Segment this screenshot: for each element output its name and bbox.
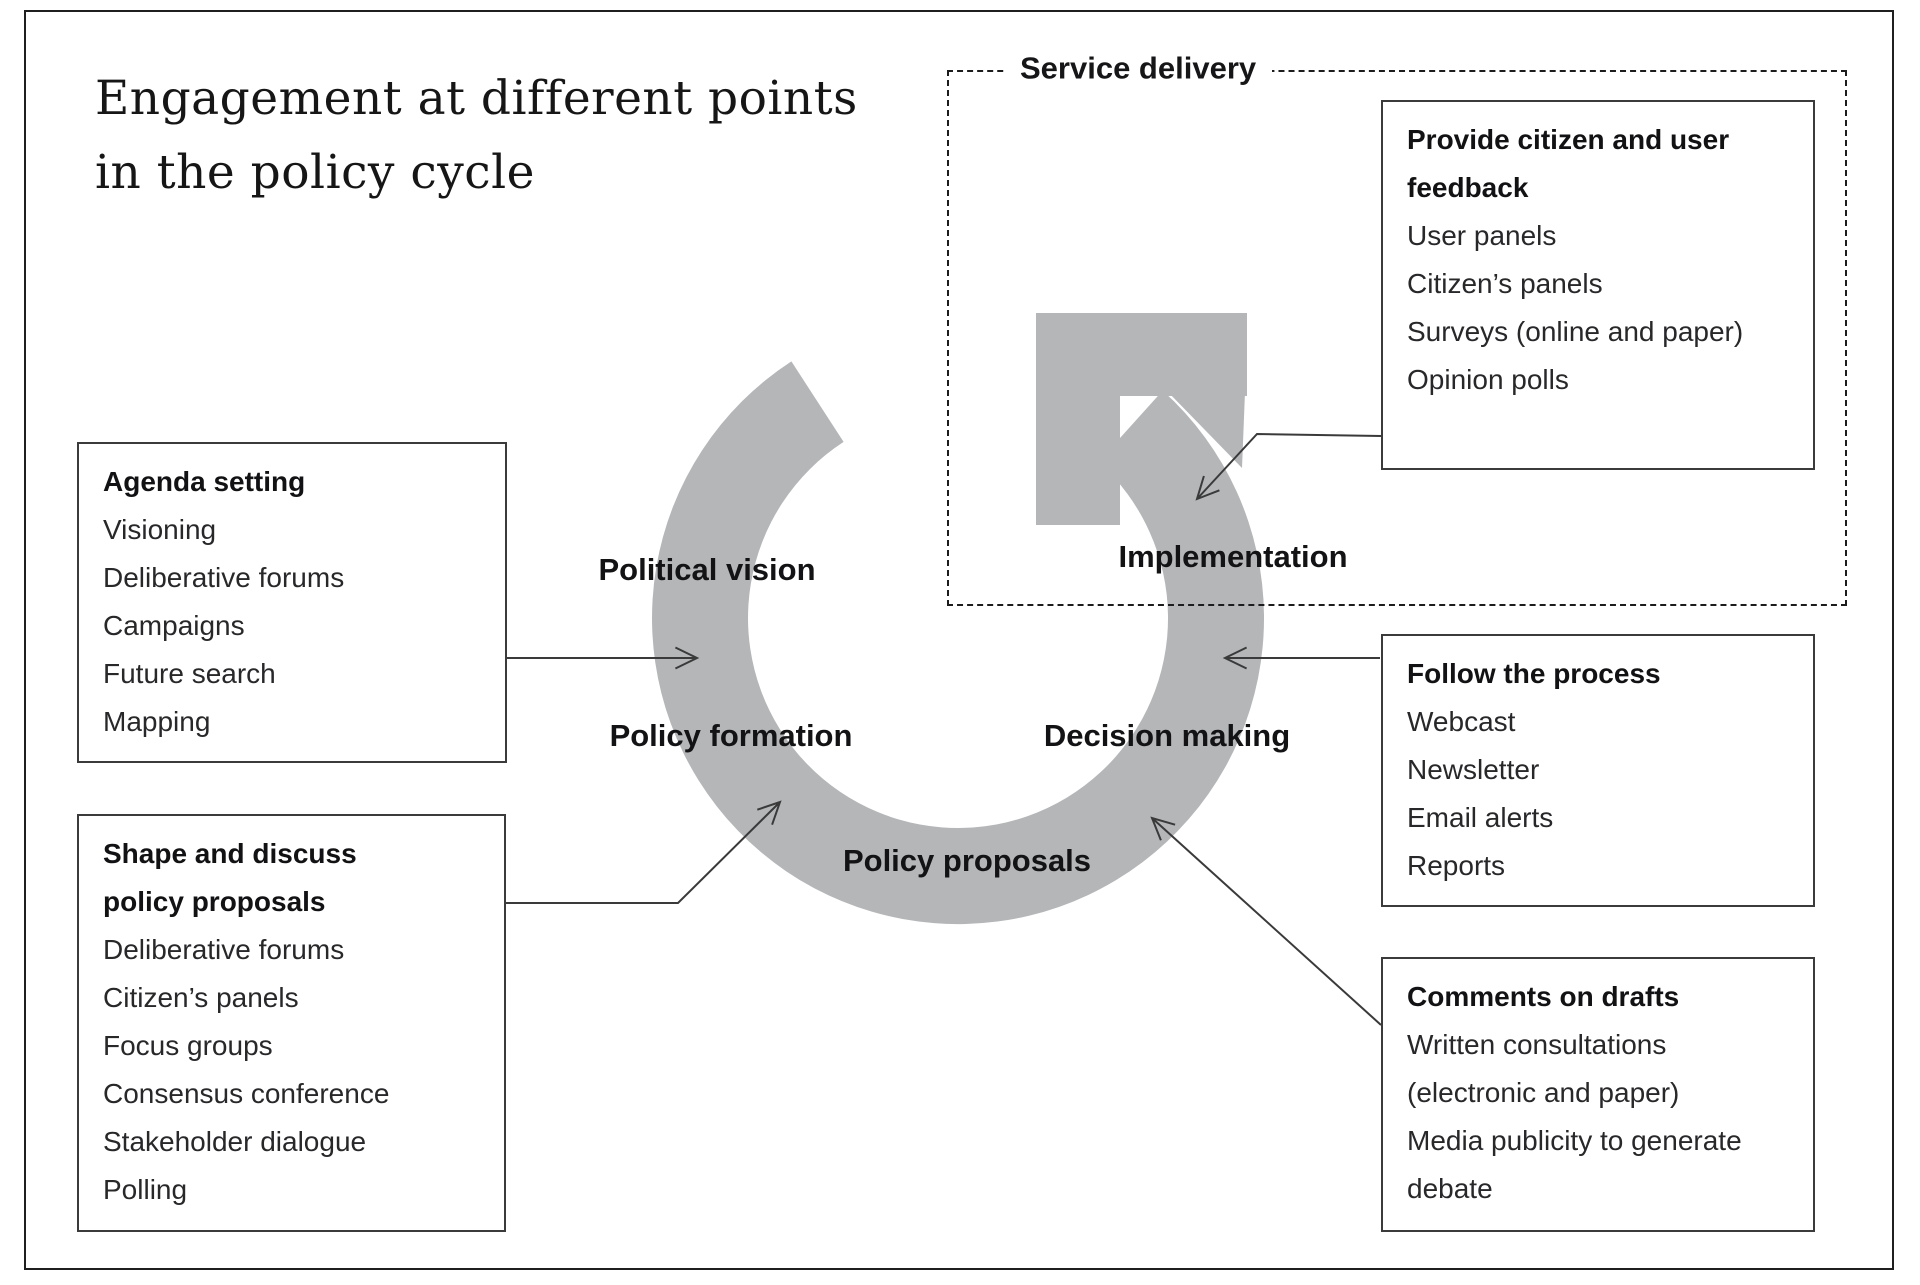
diagram-border: [24, 10, 1894, 1270]
cycle-arrowhead: [1036, 313, 1247, 525]
provide-feedback-title: Provide citizen and user feedback: [1407, 124, 1730, 203]
shape-discuss-title: Shape and discuss policy proposals: [103, 838, 357, 917]
box-item: Visioning: [103, 514, 217, 545]
connector-shape-to-cycle: [506, 800, 782, 904]
page-title-line2: in the policy cycle: [95, 145, 535, 200]
box-item: Email alerts: [1407, 802, 1554, 833]
box-item: Newsletter: [1407, 754, 1540, 785]
connector-comments-to-cycle: [1150, 816, 1382, 1026]
box-item: Consensus conference: [103, 1078, 390, 1109]
box-item: Stakeholder dialogue: [103, 1126, 367, 1157]
box-item: Written consultations (electronic and pa…: [1407, 1029, 1680, 1108]
service-delivery-label: Service delivery: [1004, 50, 1273, 87]
box-item: Citizen’s panels: [103, 982, 299, 1013]
comments-drafts-items: Written consultations (electronic and pa…: [1407, 1021, 1753, 1213]
stage-label-decision-making: Decision making: [1043, 718, 1291, 753]
provide-feedback-box: Provide citizen and user feedback User p…: [1381, 100, 1815, 470]
connector-provide-to-cycle: [1195, 432, 1382, 501]
box-item: Surveys (online and paper): [1407, 316, 1744, 347]
box-item: Reports: [1407, 850, 1506, 881]
box-item: User panels: [1407, 220, 1557, 251]
box-item: Deliberative forums: [103, 562, 345, 593]
page-title-line1: Engagement at different points: [95, 71, 858, 126]
box-item: Deliberative forums: [103, 934, 345, 965]
follow-process-title: Follow the process: [1407, 658, 1661, 689]
stage-label-implementation: Implementation: [1118, 539, 1348, 574]
connector-follow-to-cycle: [1222, 646, 1380, 670]
stage-label-political-vision: Political vision: [598, 552, 816, 587]
shape-discuss-box: Shape and discuss policy proposals Delib…: [77, 814, 506, 1232]
box-item: Future search: [103, 658, 276, 689]
comments-drafts-box: Comments on drafts Written consultations…: [1381, 957, 1815, 1232]
stage-label-policy-formation: Policy formation: [609, 718, 853, 753]
box-item: Webcast: [1407, 706, 1516, 737]
agenda-setting-title: Agenda setting: [103, 466, 306, 497]
box-item: Mapping: [103, 706, 211, 737]
box-item: Polling: [103, 1174, 188, 1205]
cycle-arrowhead-joiner: [1168, 392, 1245, 468]
page-title: Engagement at different points in the po…: [95, 62, 858, 210]
box-item: Focus groups: [103, 1030, 273, 1061]
box-item: Campaigns: [103, 610, 245, 641]
cycle-ring-arc: [652, 361, 1265, 925]
box-item: Citizen’s panels: [1407, 268, 1603, 299]
comments-drafts-title: Comments on drafts: [1407, 981, 1680, 1012]
connector-agenda-to-cycle: [507, 646, 700, 670]
box-item: Media publicity to generate debate: [1407, 1125, 1742, 1204]
service-delivery-region: [947, 70, 1847, 606]
box-item: Opinion polls: [1407, 364, 1569, 395]
stage-label-policy-proposals: Policy proposals: [842, 843, 1092, 878]
